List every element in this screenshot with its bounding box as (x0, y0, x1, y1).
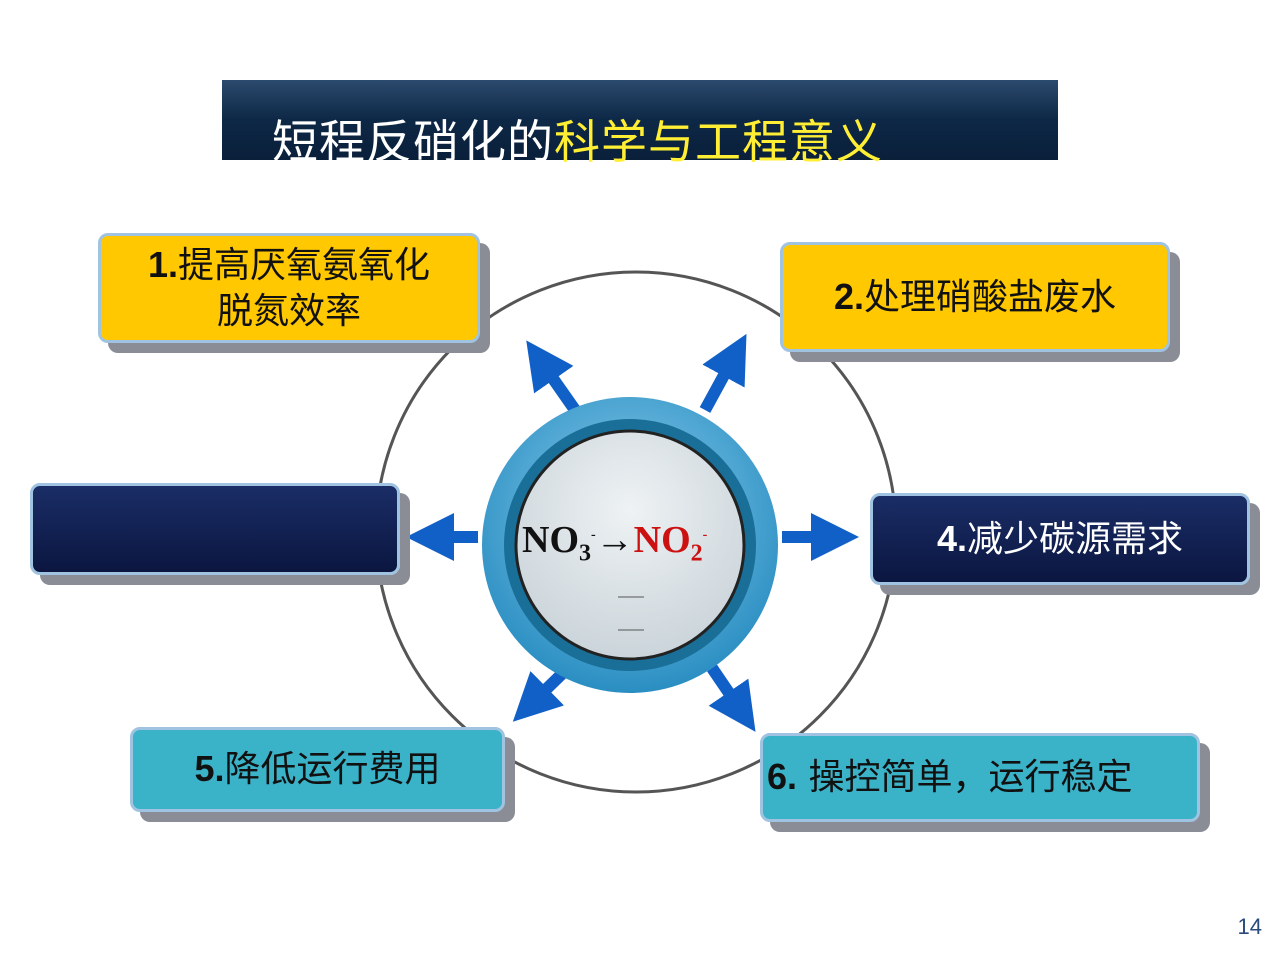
arrow-down-right (707, 664, 756, 732)
arrow-up-right (699, 333, 747, 413)
arrows (406, 333, 859, 732)
box-1-anammox: 1.提高厌氧氨氧化脱氮效率 (98, 233, 480, 343)
title-white: 短程反硝化的 (272, 115, 554, 169)
title-bar (222, 80, 1058, 160)
box-6-operation: 6. 操控简单，运行稳定 (760, 733, 1200, 822)
box-3-empty (30, 483, 400, 575)
box-4-carbon: 4.减少碳源需求 (870, 493, 1250, 585)
arrow-up-left (526, 340, 580, 414)
box-5-cost: 5.降低运行费用 (130, 727, 505, 812)
reaction-formula: NO3-→NO2- (522, 519, 708, 567)
page-number: 14 (1237, 914, 1262, 939)
slide-title: 短程反硝化的科学与工程意义 (272, 92, 972, 192)
center-disc (514, 429, 746, 661)
box-2-nitrate-wastewater: 2.处理硝酸盐废水 (780, 242, 1170, 352)
title-yellow: 科学与工程意义 (554, 115, 883, 169)
